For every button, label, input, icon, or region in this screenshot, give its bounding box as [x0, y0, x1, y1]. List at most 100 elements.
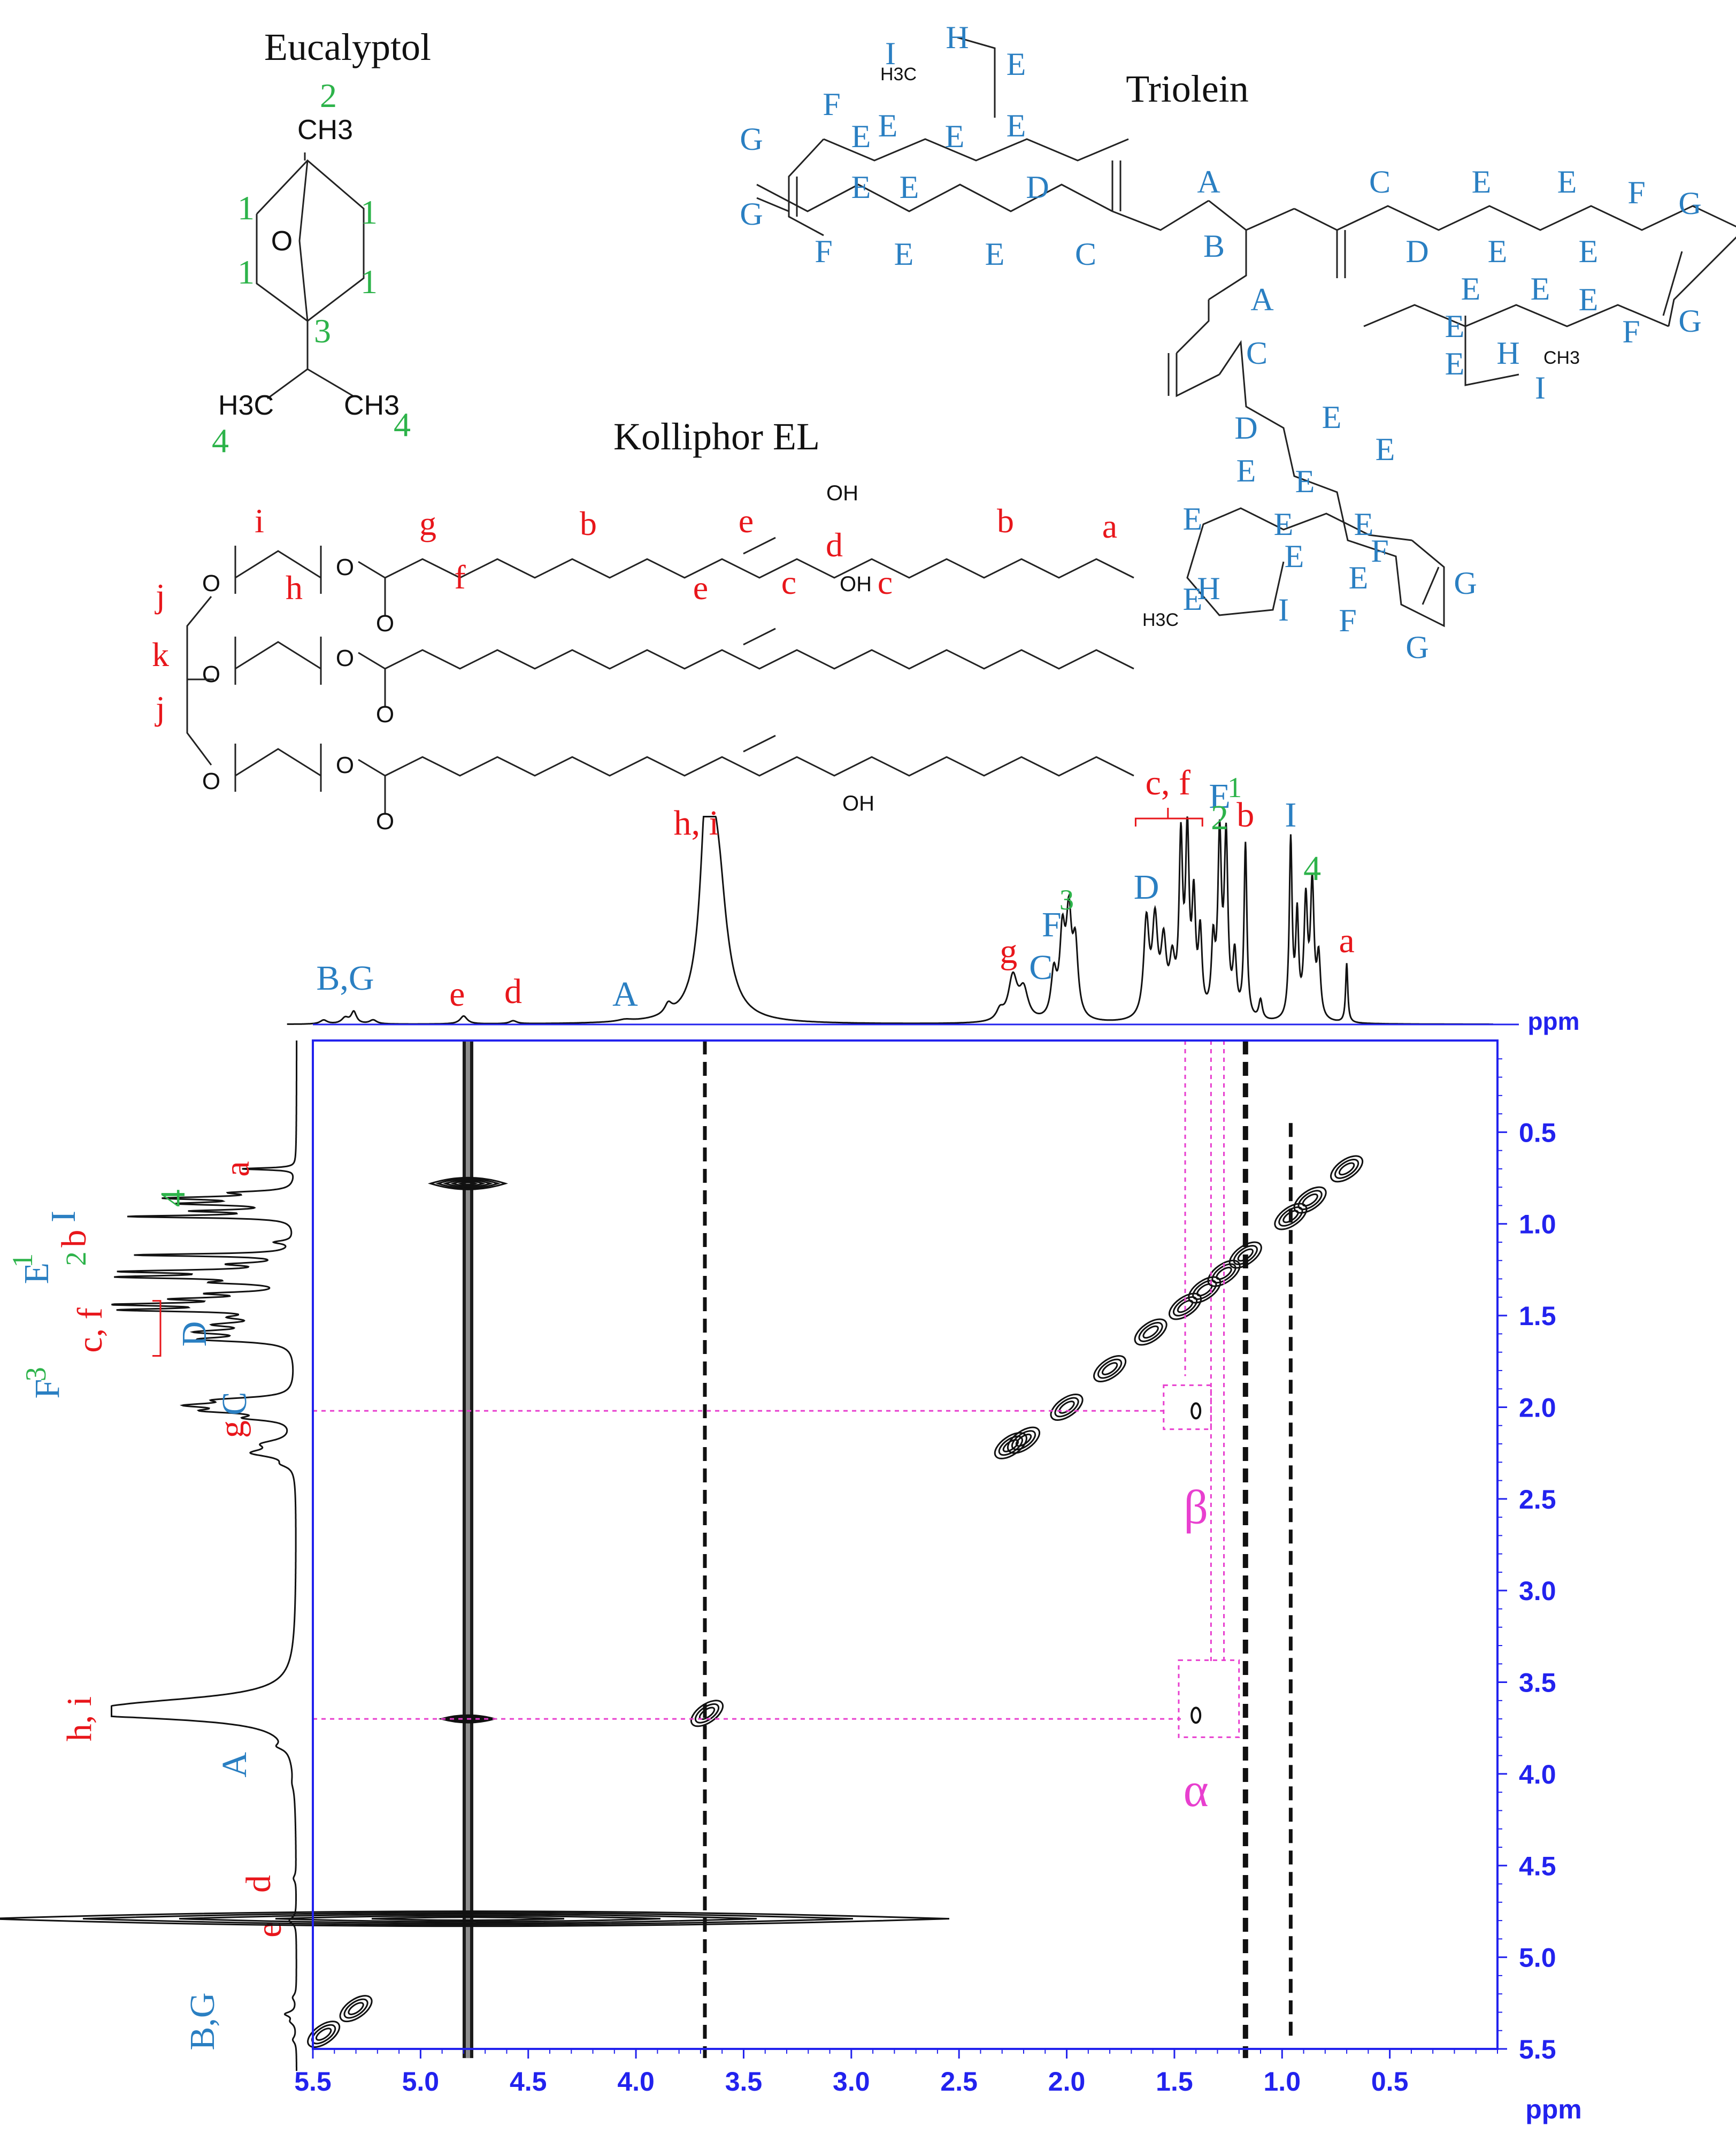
x-tick-label: 3.5 — [725, 2067, 763, 2097]
eucalyptol-label-3: 3 — [314, 312, 331, 350]
x-tick-label: 4.0 — [617, 2067, 655, 2097]
triolein-chain1-label: G — [740, 121, 763, 157]
triolein-chain1-label: G — [740, 196, 763, 232]
triolein-chain3-label: E — [1322, 400, 1342, 435]
x-tick-label: 1.5 — [1156, 2067, 1193, 2097]
triolein-glycerol — [1208, 200, 1247, 301]
triolein-chain1-link — [756, 197, 789, 212]
left-peak-label: h, i — [60, 1696, 99, 1741]
x-tick-label: 5.0 — [402, 2067, 440, 2097]
triolein-chain3-label: E — [1285, 539, 1304, 574]
triolein-chain1-label: E — [945, 119, 965, 154]
eucalyptol-oxygen: O — [271, 226, 293, 257]
peak-contour — [1216, 1266, 1232, 1280]
peak-contour — [1228, 1241, 1262, 1269]
eucalyptol-iso-left-text: H3C — [218, 390, 274, 421]
y-tick-label: 3.0 — [1519, 1576, 1556, 1606]
peak-contour — [1338, 1162, 1355, 1176]
kolliphor-ester-oxygen: O — [336, 554, 354, 580]
left-peak-label: B,G — [183, 1992, 222, 2050]
top-ppm-label: ppm — [1527, 1007, 1579, 1035]
kolliphor-peg — [235, 550, 321, 579]
triolein-chain3-label: E — [1236, 453, 1256, 488]
triolein-chain3-label: E — [1354, 507, 1374, 542]
kolliphor-label: e — [693, 569, 708, 607]
triolein-chain2-tail — [1464, 316, 1519, 386]
left-peak-label: F — [28, 1379, 67, 1399]
kolliphor-label: i — [255, 502, 264, 540]
eucalyptol-label-1b: 1 — [360, 193, 378, 231]
cosy-contour-plot: βα — [0, 1041, 1497, 2059]
triolein-chain3-label: C — [1246, 335, 1268, 371]
y-tick-label: 2.0 — [1519, 1393, 1556, 1422]
triolein-chain3-double — [1422, 567, 1440, 605]
left-peak-label: c, f — [71, 1307, 110, 1352]
eucalyptol-iso-right-text: CH3 — [344, 390, 400, 421]
triolein-chain3-label: F — [1339, 603, 1356, 638]
triolein-chain2-label: C — [1369, 164, 1391, 200]
top-peak-label: A — [612, 975, 638, 1014]
peak-contour — [690, 1700, 724, 1727]
left-spectrum-trace — [111, 1041, 298, 2071]
top-peak-label: a — [1339, 921, 1354, 960]
top-peak-label: 2 — [1211, 798, 1228, 837]
top-spectrum-trace — [287, 816, 1493, 1026]
top-peak-label: C — [1029, 948, 1053, 987]
diagonal-peak — [1330, 1155, 1364, 1183]
y-tick-label: 3.5 — [1519, 1668, 1556, 1698]
triolein-chain1-label: F — [823, 87, 840, 122]
ridge-contour — [427, 1176, 508, 1190]
top-peak-label: h, i — [674, 804, 719, 843]
left-peak-label: I — [44, 1211, 83, 1222]
triolein-chain1-label: E — [894, 236, 914, 272]
triolein-chain2-label: E — [1472, 164, 1492, 200]
triolein-chain2-label: E — [1445, 346, 1465, 381]
triolein-chain1-label: F — [815, 234, 832, 269]
diagonal-peak — [339, 1995, 373, 2023]
kolliphor-peg — [235, 641, 321, 670]
triolein-chain2-cis — [1668, 236, 1736, 327]
diagonal-peak — [1050, 1393, 1084, 1421]
left-peak-label: 2 — [60, 1251, 92, 1266]
diagonal-peak — [1228, 1241, 1262, 1269]
top-peak-label: 1 — [1227, 771, 1242, 804]
kolliphor-peg — [235, 748, 321, 777]
triolein-ester2 — [1294, 208, 1338, 278]
triolein-chain1-label: I — [885, 36, 896, 71]
left-peak-label: d — [239, 1875, 278, 1893]
triolein-chain2-double — [1662, 251, 1683, 316]
triolein-chain3-label: E — [1183, 501, 1203, 537]
triolein-chain1-label: C — [1075, 236, 1096, 272]
top-peak-label: e — [449, 975, 465, 1014]
peak-contour — [1101, 1362, 1118, 1375]
kolliphor-carbonyl-oxygen: O — [376, 701, 394, 728]
eucalyptol-label-1c: 1 — [237, 253, 255, 291]
diagonal-peak — [1134, 1318, 1167, 1346]
peak-contour — [1334, 1159, 1359, 1179]
triolein-chain1-label: E — [878, 108, 898, 143]
y-tick-label: 1.0 — [1519, 1210, 1556, 1240]
top-peak-label: d — [504, 972, 522, 1011]
kolliphor-label: c — [781, 563, 796, 601]
left-peak-label: b — [55, 1230, 94, 1248]
kolliphor-label: e — [739, 502, 754, 540]
kolliphor-fatty-chain — [385, 649, 1134, 670]
kolliphor-fatty-chain — [385, 756, 1134, 777]
cross-peak-label: β — [1184, 1481, 1208, 1534]
triolein-chain1-lower — [756, 183, 1113, 212]
kolliphor-oxygen: O — [202, 768, 220, 794]
triolein-chain2-label: E — [1445, 309, 1465, 344]
triolein-glycerol-label: A — [1197, 164, 1220, 200]
triolein-chain2-label: F — [1622, 314, 1640, 349]
triolein-chain3-methyl: H3C — [1142, 610, 1179, 630]
peak-contour — [339, 1995, 373, 2023]
left-peak-label: D — [175, 1321, 214, 1347]
triolein-chain3-label: E — [1183, 582, 1203, 617]
peak-contour — [348, 2002, 364, 2015]
triolein-chain1-label: E — [1007, 47, 1026, 82]
eucalyptol-label-2: 2 — [320, 76, 337, 114]
triolein-ester1-o — [1112, 200, 1209, 231]
